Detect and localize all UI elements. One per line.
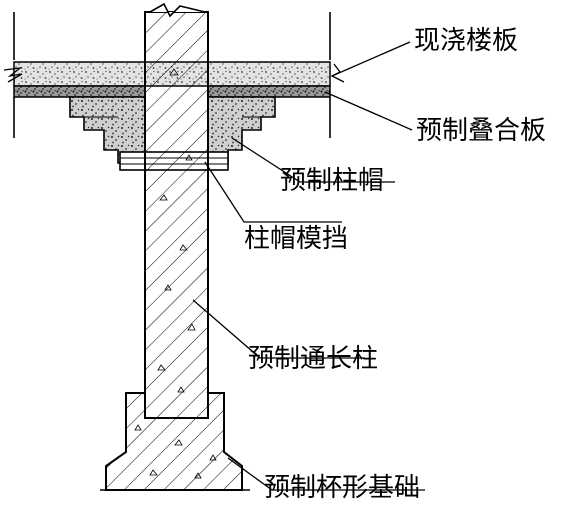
- leader-precast-column-cap: [231, 137, 395, 183]
- label-precast-column-cap: 预制柱帽: [280, 166, 385, 196]
- precast-full-length-column: [144, 2, 209, 419]
- leader-cast-in-place-slab: [331, 41, 411, 77]
- label-precast-full-length-column: 预制通长柱: [248, 344, 379, 374]
- leader-lines: [192, 41, 425, 491]
- precast-cup-foundation: [100, 392, 250, 491]
- leader-precast-full-length-column: [192, 299, 365, 359]
- label-column-cap-formwork: 柱帽模挡: [244, 224, 349, 254]
- side-wall-lines: [13, 12, 331, 138]
- label-cast-in-place-slab: 现浇楼板: [414, 26, 519, 56]
- label-precast-cup-foundation: 预制杯形基础: [264, 473, 421, 503]
- leader-precast-cup-foundation: [227, 457, 425, 491]
- leader-column-cap-formwork: [204, 161, 342, 223]
- label-precast-composite-slab: 预制叠合板: [416, 116, 547, 146]
- leader-precast-composite-slab: [324, 91, 413, 131]
